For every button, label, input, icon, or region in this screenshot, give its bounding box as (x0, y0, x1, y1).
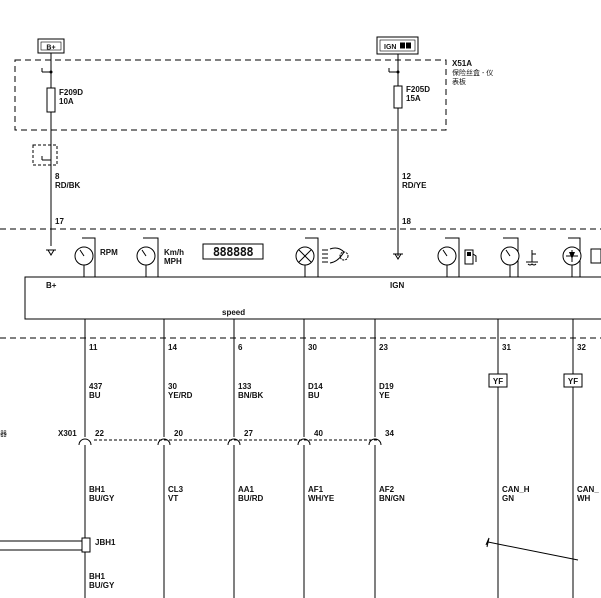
wire-break-symbol (485, 537, 579, 561)
mph-label: MPH (164, 257, 182, 266)
ign-source: IGN (376, 36, 419, 55)
lower-wire-pin: 14 (168, 343, 177, 352)
wire-color-rdbk: RD/BK (55, 181, 81, 190)
lower-wire-pin: 30 (308, 343, 317, 352)
cavity-17: 17 (55, 217, 64, 226)
instrument-cluster-body (24, 276, 601, 320)
temperature-gauge-icon (500, 237, 520, 277)
x301-cavity-number: 20 (174, 429, 183, 438)
can-wire-pin: 32 (577, 343, 586, 352)
x301-cavity-arc (368, 438, 382, 446)
odometer-digits: 888888 (213, 245, 254, 259)
fuel-pump-icon (464, 249, 477, 265)
jbh1-label: JBH1 (95, 538, 116, 547)
x301-cavity-arc (227, 438, 241, 446)
x301-label: X301 (58, 429, 77, 438)
can-wire-color: GN (502, 494, 514, 503)
fuel-gauge-icon (437, 237, 460, 277)
wire-color-rdye: RD/YE (402, 181, 427, 190)
can-wire-name: CAN_ (577, 485, 599, 494)
lower-wire-name: BH1 (89, 485, 106, 494)
fuse-f205d-id: F205D (406, 85, 430, 94)
jbh1-splice (0, 537, 91, 553)
x301-cavity-arc (157, 438, 171, 446)
lower-wire-pin: 23 (379, 343, 388, 352)
ign-label: IGN (384, 44, 396, 51)
lower-wire-pin: 11 (89, 343, 98, 352)
partial-icon (590, 248, 601, 264)
lower-wire-color: YE/RD (168, 391, 193, 400)
lower-wire-color: BN/BK (238, 391, 264, 400)
x301-cavity-number: 40 (314, 429, 323, 438)
jbh1-color: BU/GY (89, 581, 115, 590)
can-tag-label: YF (568, 377, 578, 386)
x51a-desc-1: 保险丝盒 - 仪 (452, 68, 493, 77)
lower-wire-pin: 6 (238, 343, 243, 352)
lower-wire-circuit: 437 (89, 382, 103, 391)
can-tag-box (488, 373, 508, 388)
lower-wire-name-color: BN/GN (379, 494, 405, 503)
can-wire-name: CAN_H (502, 485, 530, 494)
cavity-18: 18 (402, 217, 411, 226)
x301-cavity-gap (298, 437, 310, 445)
x301-cavity-number: 22 (95, 429, 104, 438)
speed-label: speed (222, 308, 245, 317)
jbh1-name: BH1 (89, 572, 106, 581)
odometer-display: 888888 (202, 243, 264, 260)
inline-connector (32, 144, 58, 166)
x301-cavity-gap (228, 437, 240, 445)
x301-cavity-arc (78, 438, 92, 446)
indicator-lamp-icon (562, 237, 582, 277)
lower-wire-circuit: 133 (238, 382, 252, 391)
lower-wire-name-color: BU/RD (238, 494, 264, 503)
lower-wire-color: BU (89, 391, 101, 400)
can-tag-box (563, 373, 583, 388)
bplus-label: B+ (46, 45, 55, 52)
lower-wire-name-color: WH/YE (308, 494, 335, 503)
lower-wire-circuit: D14 (308, 382, 323, 391)
lower-wire-name: AF2 (379, 485, 395, 494)
fuse-f209d-rating: 10A (59, 97, 74, 106)
can-wire-color: WH (577, 494, 591, 503)
warning-lamp-icon (295, 237, 319, 277)
x301-cavity-gap (158, 437, 170, 445)
fuse-f209d (46, 87, 56, 113)
lower-wires: 11437BU22BH1BU/GY1430YE/RD20CL3VT6133BN/… (78, 319, 599, 598)
x301-cavity-number: 27 (244, 429, 253, 438)
x301-cavity-gap (79, 437, 91, 445)
kmh-label: Km/h (164, 248, 184, 257)
x51a-desc-2: 表板 (452, 77, 466, 86)
headlamp-icon (322, 247, 349, 264)
lower-wire-circuit: D19 (379, 382, 394, 391)
wire-pin-8: 8 (55, 172, 60, 181)
x301-cavity-arc (297, 438, 311, 446)
lower-wire-name: AF1 (308, 485, 324, 494)
left-margin-char: 器 (0, 430, 7, 438)
x301-cavity-gap (369, 437, 381, 445)
tachometer-icon (74, 237, 96, 277)
lower-wire-circuit: 30 (168, 382, 177, 391)
lower-wire-color: YE (379, 391, 390, 400)
wire-pin-12: 12 (402, 172, 411, 181)
fuse-f205d-rating: 15A (406, 94, 421, 103)
fuse-f205d (393, 85, 403, 109)
rpm-label: RPM (100, 248, 118, 257)
lower-wire-name-color: VT (168, 494, 178, 503)
can-tag-label: YF (493, 377, 503, 386)
cluster-pin-bplus: B+ (46, 281, 57, 290)
lower-wire-name: AA1 (238, 485, 255, 494)
fusebox-outline (14, 59, 447, 131)
lower-wire-color: BU (308, 391, 320, 400)
lower-wire-name-color: BU/GY (89, 494, 115, 503)
x51a-label: X51A (452, 59, 472, 68)
speedometer-icon (136, 237, 159, 277)
coolant-temp-icon (526, 250, 538, 266)
lower-wire-name: CL3 (168, 485, 184, 494)
cluster-pin-ign: IGN (390, 281, 404, 290)
fuse-f209d-id: F209D (59, 88, 83, 97)
bplus-source: B+ (37, 38, 65, 54)
can-wire-pin: 31 (502, 343, 511, 352)
x301-cavity-number: 34 (385, 429, 394, 438)
